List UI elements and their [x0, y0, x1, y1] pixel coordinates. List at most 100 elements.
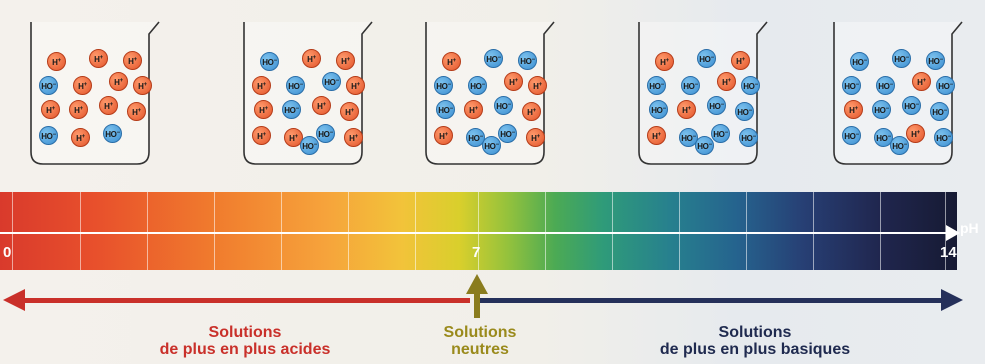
scale-gridline — [813, 192, 814, 270]
acid-arrowhead — [3, 289, 25, 311]
hydroxide-ion: HO− — [876, 76, 895, 95]
hydronium-ion: H+ — [655, 52, 674, 71]
hydronium-ion: H+ — [464, 100, 483, 119]
hydroxide-ion: HO− — [649, 100, 668, 119]
hydronium-ion: H+ — [133, 76, 152, 95]
ph-axis-label: pH — [960, 220, 979, 236]
scale-gridline — [214, 192, 215, 270]
hydroxide-ion: HO− — [316, 124, 335, 143]
hydronium-ion: H+ — [528, 76, 547, 95]
scale-gridline — [80, 192, 81, 270]
base-caption: Solutions de plus en plus basiques — [610, 324, 900, 358]
hydroxide-ion: HO− — [260, 52, 279, 71]
base-arrowhead — [941, 289, 963, 311]
hydroxide-ion: HO− — [842, 76, 861, 95]
hydronium-ion: H+ — [252, 76, 271, 95]
ph-axis-line — [0, 232, 950, 234]
acid-caption: Solutions de plus en plus acides — [120, 324, 370, 358]
hydroxide-ion: HO− — [681, 76, 700, 95]
neutral-arrow-shaft — [474, 292, 480, 318]
hydroxide-ion: HO− — [322, 72, 341, 91]
hydronium-ion: H+ — [71, 128, 90, 147]
hydronium-ion: H+ — [677, 100, 696, 119]
acid-caption-line2: de plus en plus acides — [159, 341, 331, 358]
hydronium-ion: H+ — [302, 49, 321, 68]
scale-gridline — [746, 192, 747, 270]
hydronium-ion: H+ — [312, 96, 331, 115]
hydroxide-ion: HO− — [282, 100, 301, 119]
hydroxide-ion: HO− — [647, 76, 666, 95]
acid-arrow-shaft — [20, 298, 470, 303]
hydroxide-ion: HO− — [902, 96, 921, 115]
hydronium-ion: H+ — [336, 51, 355, 70]
neutral-caption: Solutions neutres — [425, 324, 535, 358]
hydronium-ion: H+ — [109, 72, 128, 91]
scale-gridline — [12, 192, 13, 270]
hydronium-ion: H+ — [906, 124, 925, 143]
scale-gridline — [679, 192, 680, 270]
hydroxide-ion: HO− — [741, 76, 760, 95]
beaker-5: HO−HO−HO−HO−HO−H+HO−H+HO−HO−HO−HO−HO−H+H… — [828, 21, 963, 167]
beaker-2: HO−H+H+H+HO−HO−H+H+HO−H+H+H+H+HO−H+HO− — [238, 21, 373, 167]
scale-gridline — [415, 192, 416, 270]
ph-tick-0: 0 — [3, 244, 12, 261]
hydroxide-ion: HO− — [890, 136, 909, 155]
ph-tick-14: 14 — [940, 244, 957, 261]
hydroxide-ion: HO− — [518, 51, 537, 70]
hydroxide-ion: HO− — [711, 124, 730, 143]
scale-gridline — [880, 192, 881, 270]
neutral-arrowhead — [466, 274, 488, 294]
scale-gridline — [945, 192, 946, 270]
ph-tick-7: 7 — [472, 244, 481, 261]
hydronium-ion: H+ — [99, 96, 118, 115]
hydronium-ion: H+ — [442, 52, 461, 71]
hydronium-ion: H+ — [912, 72, 931, 91]
hydroxide-ion: HO− — [468, 76, 487, 95]
hydroxide-ion: HO− — [482, 136, 501, 155]
hydroxide-ion: HO− — [697, 49, 716, 68]
hydronium-ion: H+ — [89, 49, 108, 68]
hydronium-ion: H+ — [522, 102, 541, 121]
scale-gridline — [147, 192, 148, 270]
ph-axis-arrowhead — [946, 225, 960, 241]
acid-caption-line1: Solutions — [208, 324, 282, 341]
hydronium-ion: H+ — [346, 76, 365, 95]
beaker-1: H+H+H+HO−H+H+H+H+H+H+H+HO−H+HO− — [25, 21, 160, 167]
base-arrow-shaft — [478, 298, 943, 303]
hydroxide-ion: HO− — [498, 124, 517, 143]
hydronium-ion: H+ — [526, 128, 545, 147]
hydronium-ion: H+ — [344, 128, 363, 147]
hydroxide-ion: HO− — [707, 96, 726, 115]
hydroxide-ion: HO− — [286, 76, 305, 95]
scale-gridline — [478, 192, 479, 270]
hydroxide-ion: HO− — [484, 49, 503, 68]
hydroxide-ion: HO− — [300, 136, 319, 155]
hydronium-ion: H+ — [41, 100, 60, 119]
hydroxide-ion: HO− — [872, 100, 891, 119]
hydroxide-ion: HO− — [739, 128, 758, 147]
base-caption-line2: de plus en plus basiques — [659, 341, 851, 358]
hydronium-ion: H+ — [252, 126, 271, 145]
hydroxide-ion: HO− — [695, 136, 714, 155]
hydronium-ion: H+ — [69, 100, 88, 119]
hydronium-ion: H+ — [731, 51, 750, 70]
hydronium-ion: H+ — [127, 102, 146, 121]
neutral-caption-line2: neutres — [451, 341, 509, 358]
hydroxide-ion: HO− — [39, 76, 58, 95]
scale-gridline — [348, 192, 349, 270]
hydronium-ion: H+ — [284, 128, 303, 147]
hydronium-ion: H+ — [340, 102, 359, 121]
hydronium-ion: H+ — [254, 100, 273, 119]
hydronium-ion: H+ — [73, 76, 92, 95]
hydronium-ion: H+ — [504, 72, 523, 91]
neutral-caption-line1: Solutions — [443, 324, 517, 341]
base-caption-line1: Solutions — [718, 324, 792, 341]
hydroxide-ion: HO− — [39, 126, 58, 145]
scale-gridline — [612, 192, 613, 270]
hydroxide-ion: HO− — [842, 126, 861, 145]
hydronium-ion: H+ — [647, 126, 666, 145]
hydronium-ion: H+ — [434, 126, 453, 145]
hydronium-ion: H+ — [47, 52, 66, 71]
hydronium-ion: H+ — [844, 100, 863, 119]
hydroxide-ion: HO− — [436, 100, 455, 119]
